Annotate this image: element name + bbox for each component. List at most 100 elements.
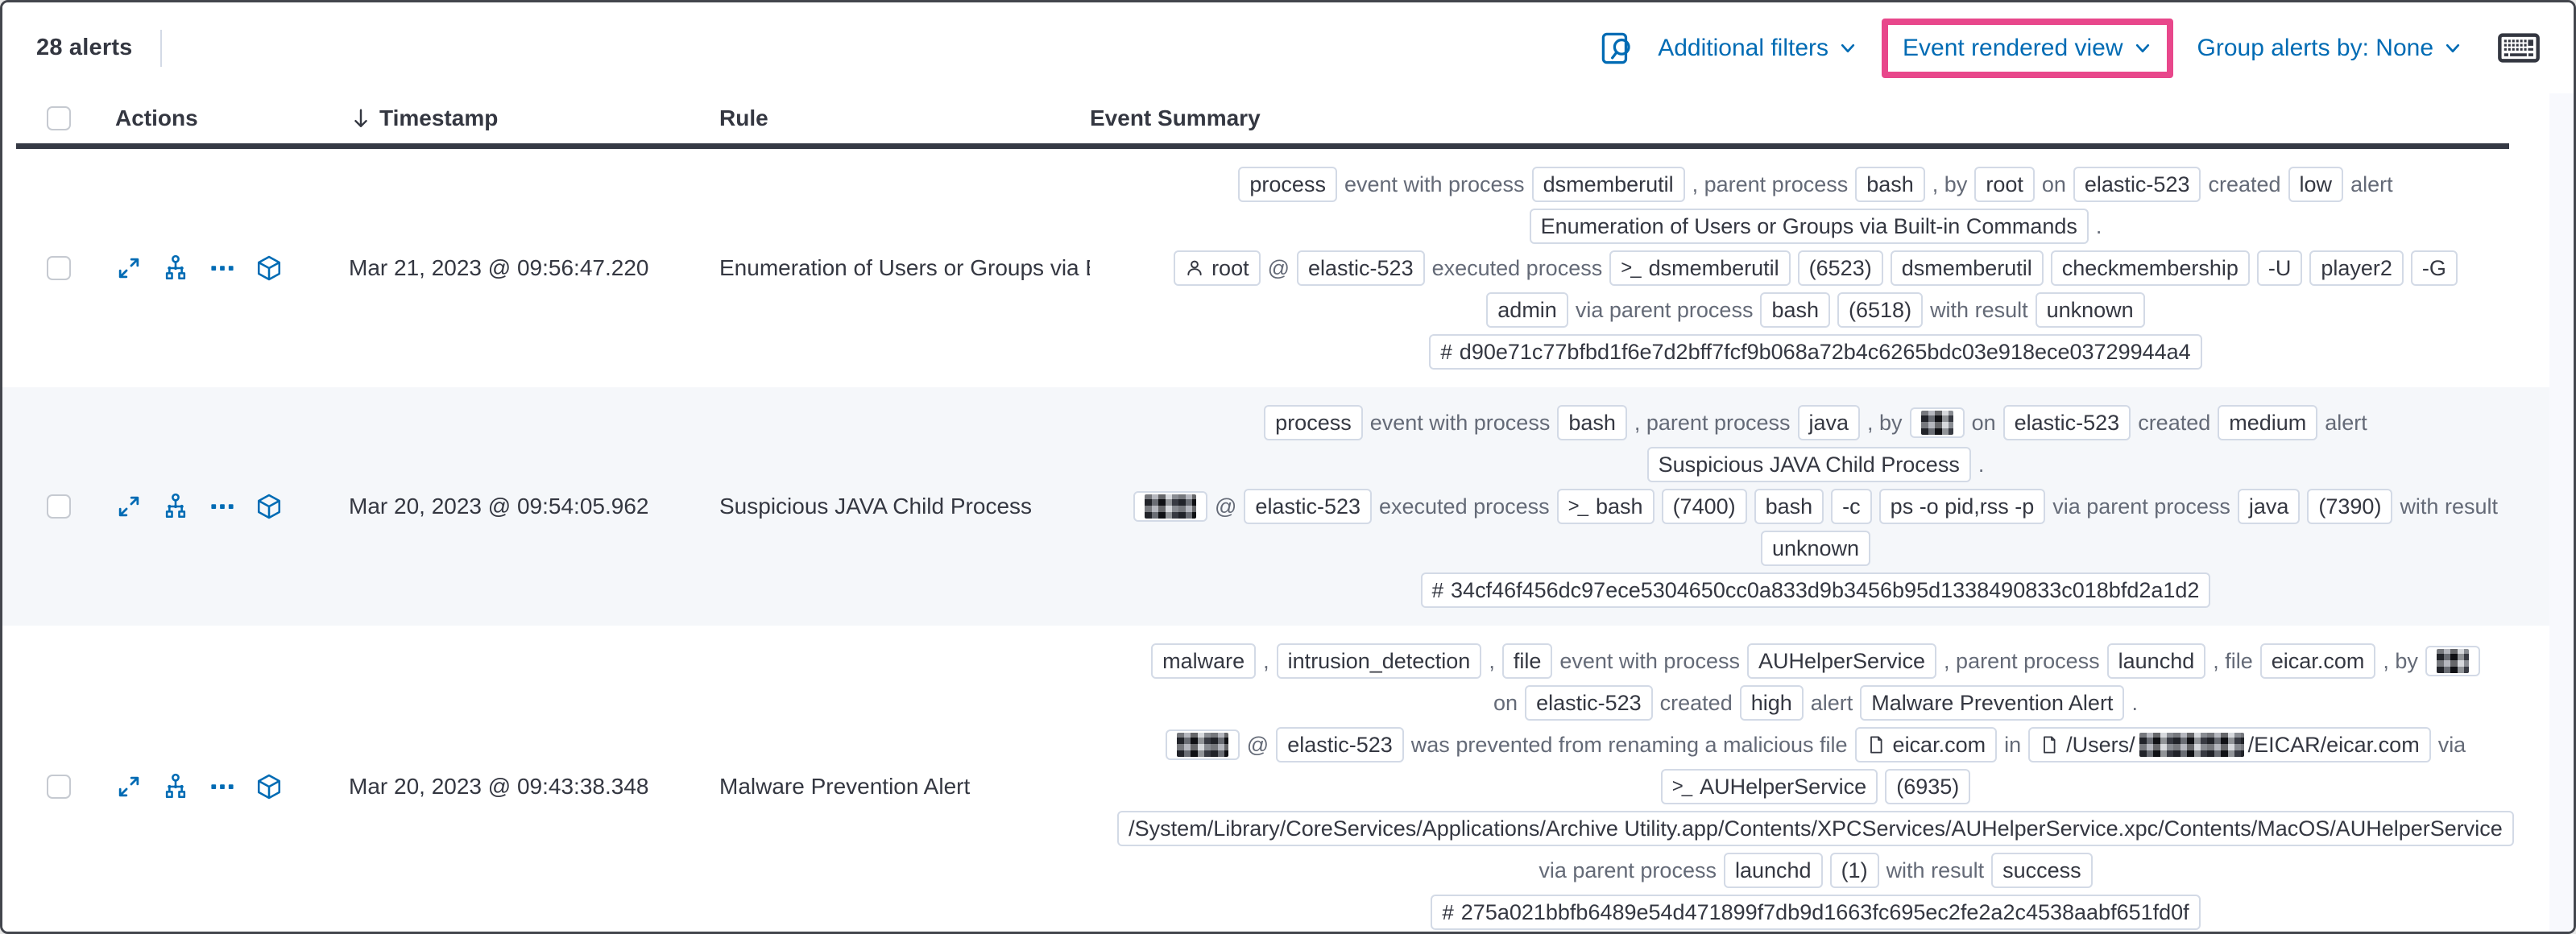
summary-badge[interactable]: elastic-523 — [2073, 167, 2201, 202]
summary-badge[interactable]: (7390) — [2307, 489, 2393, 524]
redacted-value-badge[interactable] — [2425, 646, 2480, 676]
summary-badge[interactable]: high — [1739, 685, 1804, 721]
summary-text: in — [2004, 732, 2022, 757]
analyze-event-icon[interactable] — [162, 254, 189, 282]
summary-badge[interactable]: bash — [1754, 489, 1824, 524]
more-actions-icon[interactable] — [209, 493, 236, 520]
summary-badge[interactable]: unknown — [2035, 292, 2145, 328]
row-rule-name[interactable]: Suspicious JAVA Child Process — [719, 494, 1033, 519]
summary-badge[interactable]: eicar.com — [2259, 643, 2376, 679]
badge-label: elastic-523 — [2014, 411, 2120, 435]
summary-badge[interactable]: process — [1264, 405, 1363, 440]
redacted-value-badge[interactable] — [1909, 407, 1965, 438]
row-checkbox[interactable] — [47, 775, 71, 799]
summary-badge[interactable]: admin — [1486, 292, 1568, 328]
summary-badge[interactable]: /System/Library/CoreServices/Application… — [1117, 811, 2514, 846]
header-event-summary[interactable]: Event Summary — [1090, 105, 1261, 130]
group-alerts-by-button[interactable]: Group alerts by: None — [2197, 35, 2462, 62]
expand-alert-icon[interactable] — [115, 254, 143, 282]
summary-text: via parent process — [2052, 494, 2230, 519]
summary-badge[interactable]: (6518) — [1837, 292, 1924, 328]
additional-filters-button[interactable]: Additional filters — [1658, 35, 1857, 62]
badge-label: unknown — [1771, 536, 1860, 560]
summary-badge[interactable]: Malware Prevention Alert — [1860, 685, 2125, 721]
row-checkbox[interactable] — [47, 494, 71, 519]
session-view-icon[interactable] — [255, 493, 283, 520]
hash-badge[interactable]: #d90e71c77bfbd1f6e7d2bff7fcf9b068a72b4c6… — [1429, 334, 2202, 370]
select-all-checkbox[interactable] — [47, 106, 71, 130]
user-badge[interactable]: root — [1174, 250, 1261, 286]
summary-badge[interactable]: malware — [1151, 643, 1257, 679]
summary-badge[interactable]: java — [2237, 489, 2301, 524]
file-badge[interactable]: eicar.com — [1854, 727, 1998, 762]
expand-alert-icon[interactable] — [115, 493, 143, 520]
summary-badge[interactable]: bash — [1760, 292, 1831, 328]
redacted-user-badge[interactable] — [1133, 491, 1207, 522]
summary-badge[interactable]: elastic-523 — [1525, 685, 1653, 721]
session-view-icon[interactable] — [255, 254, 283, 282]
summary-badge[interactable]: launchd — [2106, 643, 2206, 679]
summary-badge[interactable]: bash — [1855, 167, 1925, 202]
summary-badge[interactable]: AUHelperService — [1746, 643, 1937, 679]
more-actions-icon[interactable] — [209, 773, 236, 800]
more-actions-icon[interactable] — [209, 254, 236, 282]
badge-label: AUHelperService — [1758, 649, 1926, 673]
session-view-icon[interactable] — [255, 773, 283, 800]
summary-badge[interactable]: file — [1501, 643, 1553, 679]
badge-label: launchd — [1734, 858, 1812, 882]
summary-badge[interactable]: ps -o pid,rss -p — [1878, 489, 2046, 524]
summary-badge[interactable]: launchd — [1723, 853, 1823, 888]
process-badge[interactable]: >_AUHelperService — [1660, 769, 1878, 804]
summary-badge[interactable]: -c — [1831, 489, 1872, 524]
redacted-user-badge[interactable] — [1165, 729, 1240, 760]
summary-badge[interactable]: intrusion_detection — [1276, 643, 1482, 679]
process-badge[interactable]: >_dsmemberutil — [1609, 250, 1791, 286]
inspect-icon[interactable] — [1600, 31, 1635, 66]
summary-text: was prevented from renaming a malicious … — [1410, 732, 1848, 757]
summary-badge[interactable]: dsmemberutil — [1531, 167, 1685, 202]
summary-badge[interactable]: java — [1797, 405, 1861, 440]
summary-badge[interactable]: dsmemberutil — [1890, 250, 2044, 286]
summary-badge[interactable]: elastic-523 — [1297, 250, 1425, 286]
summary-badge[interactable]: elastic-523 — [1244, 489, 1372, 524]
summary-badge[interactable]: success — [1991, 853, 2093, 888]
summary-badge[interactable]: Enumeration of Users or Groups via Built… — [1529, 209, 2089, 244]
vertical-scrollbar[interactable] — [2549, 93, 2574, 932]
summary-badge[interactable]: Suspicious JAVA Child Process — [1646, 447, 1971, 482]
summary-badge[interactable]: (6935) — [1885, 769, 1971, 804]
keyboard-shortcuts-icon[interactable] — [2498, 33, 2540, 63]
row-checkbox[interactable] — [47, 256, 71, 280]
redacted-pixelation — [1145, 494, 1196, 519]
expand-alert-icon[interactable] — [115, 773, 143, 800]
row-rule-name[interactable]: Malware Prevention Alert — [719, 774, 971, 799]
summary-badge[interactable]: -G — [2410, 250, 2458, 286]
hash-badge[interactable]: #275a021bbfb6489e54d471899f7db9d1663fc69… — [1431, 895, 2201, 930]
summary-badge[interactable]: (6523) — [1797, 250, 1883, 286]
summary-badge[interactable]: elastic-523 — [2002, 405, 2131, 440]
process-badge[interactable]: >_bash — [1556, 489, 1655, 524]
redacted-file-path-badge[interactable]: /Users//EICAR/eicar.com — [2028, 727, 2431, 762]
row-rule-name[interactable]: Enumeration of Users or Groups via Bui — [719, 255, 1090, 280]
summary-badge[interactable]: bash — [1557, 405, 1627, 440]
analyze-event-icon[interactable] — [162, 493, 189, 520]
summary-badge[interactable]: elastic-523 — [1276, 727, 1404, 762]
analyze-event-icon[interactable] — [162, 773, 189, 800]
header-rule[interactable]: Rule — [719, 105, 768, 130]
hash-badge[interactable]: #34cf46f456dc97ece5304650cc0a833d9b3456b… — [1420, 572, 2211, 608]
view-selector-button[interactable]: Event rendered view — [1903, 35, 2152, 62]
header-timestamp[interactable]: Timestamp — [349, 105, 695, 131]
summary-badge[interactable]: low — [2288, 167, 2344, 202]
summary-badge[interactable]: medium — [2218, 405, 2318, 440]
summary-badge[interactable]: (7400) — [1661, 489, 1747, 524]
summary-badge[interactable]: root — [1974, 167, 2035, 202]
badge-label: elastic-523 — [1287, 733, 1393, 757]
summary-badge[interactable]: player2 — [2309, 250, 2404, 286]
summary-badge[interactable]: (1) — [1829, 853, 1879, 888]
summary-badge[interactable]: -U — [2256, 250, 2303, 286]
summary-badge[interactable]: checkmembership — [2050, 250, 2250, 286]
summary-badge[interactable]: unknown — [1760, 531, 1871, 566]
summary-badge[interactable]: process — [1238, 167, 1337, 202]
